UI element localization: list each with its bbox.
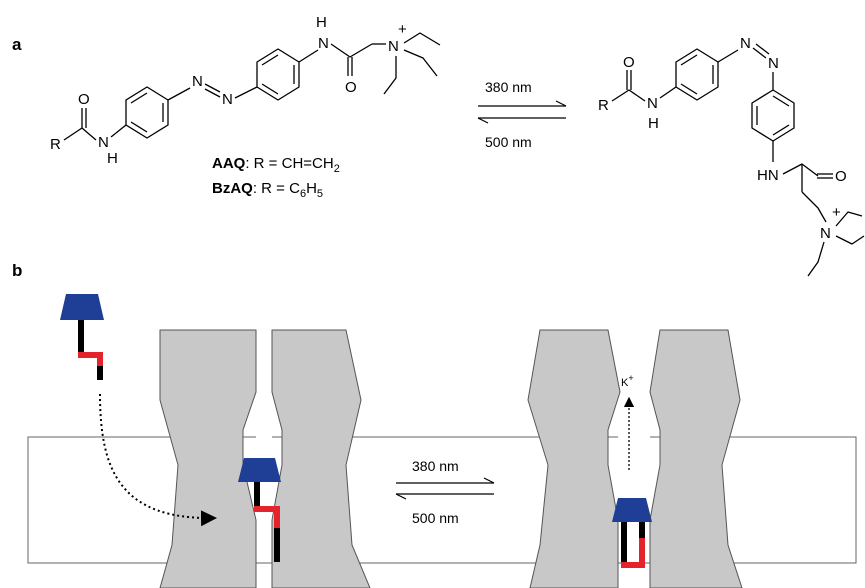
atom-o-cis2: O [835,168,847,185]
equilibrium-arrows-a: 380 nm 500 nm [477,79,567,150]
equilibrium-arrows-b: 380 nm 500 nm [395,458,495,526]
aaq-label: AAQ: R = CH=CH2 [212,155,340,175]
atom-n-plus-cis: N [820,225,831,242]
atom-n-cis: N [647,95,658,112]
atom-r-cis: R [598,97,609,114]
trans-azobenzene-structure: R O N H N N N H O N + [50,14,441,167]
charge-plus-cis: + [832,204,841,221]
ligand-cap-cis [612,498,652,522]
channel-subunit-right-b [649,329,743,588]
aaq-definition: : R = CH=CH [245,155,333,172]
bzaq-sub1: 6 [300,188,306,200]
potassium-ion-label: K+ [621,373,634,389]
atom-h-right: H [316,14,327,31]
wavelength-reverse-a: 500 nm [485,134,532,150]
wavelength-reverse-b: 500 nm [412,510,459,526]
channel-subunit-left-a [159,329,257,588]
channel-subunit-left-b [271,329,371,588]
pore-gap-right [618,436,650,446]
atom-azo-n2-cis: N [768,55,779,72]
ligand-entry-arrow [99,393,217,527]
bound-ligand-cis [612,498,652,568]
bzaq-sub2: 5 [317,188,323,200]
atom-n-plus: N [388,38,399,55]
atom-h-left: H [107,150,118,167]
bzaq-definition: : R = C [253,180,300,197]
ion-channel-right [527,329,743,588]
atom-n-right: N [318,35,329,52]
atom-hn-cis: HN [757,167,779,184]
atom-o-right: O [345,79,357,96]
cell-membrane [27,436,857,564]
wavelength-forward-a: 380 nm [485,79,532,95]
atom-o-cis: O [623,54,635,71]
ion-channel-left [159,329,371,588]
atom-n-left: N [98,134,109,151]
bzaq-h: H [306,180,317,197]
bound-ligand-trans [238,458,281,562]
ligand-cap-free [60,294,104,320]
bzaq-label: BzAQ: R = C6H5 [212,180,323,200]
charge-plus: + [398,21,407,38]
atom-o-left: O [78,91,90,108]
panel-label-a: a [12,35,22,54]
cis-azobenzene-structure: R O N H N N HN O N + [598,35,865,277]
panel-label-b: b [12,261,22,280]
atom-r-left: R [50,136,61,153]
free-ligand [60,294,104,380]
aaq-subscript: 2 [334,163,340,175]
atom-azo-n1-cis: N [740,35,751,52]
aaq-name: AAQ [212,155,246,172]
bzaq-name: BzAQ [212,180,253,197]
ligand-cap-bound [238,458,281,482]
pore-gap-left [256,436,272,446]
atom-h-cis: H [648,115,659,132]
channel-subunit-right-a [527,329,621,588]
wavelength-forward-b: 380 nm [412,458,459,474]
atom-azo-n1: N [192,73,203,90]
atom-azo-n2: N [222,91,233,108]
